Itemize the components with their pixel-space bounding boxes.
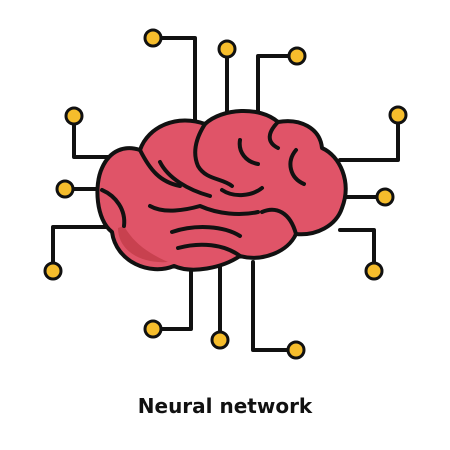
node-top-mid — [217, 39, 237, 59]
circuit-line-top-right — [256, 54, 299, 122]
node-right-mid — [375, 187, 395, 207]
brain-shadow — [118, 226, 168, 263]
circuit-line-bottom-right — [251, 260, 298, 352]
circuit-lines — [51, 36, 400, 352]
caption: Neural network — [137, 394, 313, 418]
circuit-line-right-lower — [338, 228, 376, 273]
circuit-line-top-left — [151, 36, 197, 122]
node-right-upper — [388, 105, 408, 125]
node-left-mid — [55, 179, 75, 199]
node-right-lower — [364, 261, 384, 281]
brain-folds — [100, 120, 306, 258]
circuit-line-bottom-left — [151, 260, 193, 331]
brain-icon — [95, 109, 348, 272]
circuit-line-left-lower — [51, 225, 112, 273]
node-left-lower — [43, 261, 63, 281]
circuit-nodes — [43, 28, 408, 360]
node-top-right — [287, 46, 307, 66]
node-left-upper — [64, 106, 84, 126]
node-bottom-mid — [210, 330, 230, 350]
node-top-left — [143, 28, 163, 48]
circuit-line-right-upper — [338, 113, 400, 162]
node-bottom-right — [286, 340, 306, 360]
node-bottom-left — [143, 319, 163, 339]
